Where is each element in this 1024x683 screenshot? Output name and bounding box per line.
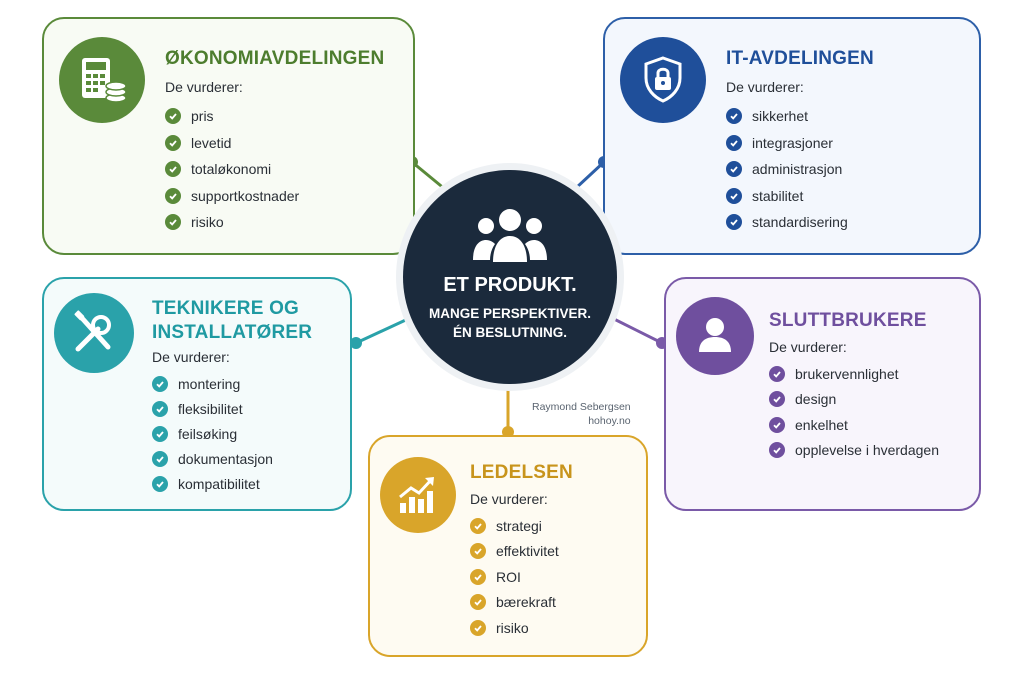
check-icon — [470, 543, 486, 560]
center-title: ET PRODUKT. — [443, 274, 577, 296]
check-icon — [726, 108, 742, 125]
it-department-box: IT-AVDELINGEN De vurderer: sikkerhet int… — [603, 17, 981, 255]
check-icon — [726, 161, 742, 178]
list-item: integrasjoner — [726, 130, 848, 157]
list-item: montering — [152, 371, 273, 396]
economy-subtitle: De vurderer: — [165, 79, 243, 95]
list-item: standardisering — [726, 209, 848, 236]
economy-department-box: ØKONOMIAVDELINGEN De vurderer: pris leve… — [42, 17, 415, 255]
check-icon — [152, 450, 168, 467]
check-icon — [165, 161, 181, 178]
list-item: strategi — [470, 513, 559, 539]
it-title: IT-AVDELINGEN — [726, 48, 874, 69]
users-criteria-list: brukervennlighet design enkelhet oppleve… — [769, 361, 939, 463]
check-icon — [165, 187, 181, 204]
list-item: administrasjon — [726, 156, 848, 183]
leadership-box: LEDELSEN De vurderer: strategi effektivi… — [368, 435, 648, 657]
author-credit: Raymond Sebergsen hohoy.no — [532, 400, 631, 428]
end-users-box: SLUTTBRUKERE De vurderer: brukervennligh… — [664, 277, 981, 511]
users-subtitle: De vurderer: — [769, 339, 847, 355]
growth-chart-icon — [380, 457, 456, 533]
credit-site: hohoy.no — [588, 415, 631, 427]
it-subtitle: De vurderer: — [726, 79, 804, 95]
list-item: bærekraft — [470, 590, 559, 616]
list-item: supportkostnader — [165, 183, 299, 210]
tech-criteria-list: montering fleksibilitet feilsøking dokum… — [152, 371, 273, 496]
check-icon — [470, 594, 486, 611]
credit-name: Raymond Sebergsen — [532, 401, 631, 413]
user-icon — [676, 297, 754, 375]
tech-subtitle: De vurderer: — [152, 349, 230, 365]
tech-title-line1: TEKNIKERE OG — [152, 298, 300, 319]
wrench-screwdriver-icon — [54, 293, 134, 373]
list-item: enkelhet — [769, 412, 939, 438]
shield-lock-icon — [620, 37, 706, 123]
list-item: dokumentasjon — [152, 446, 273, 471]
check-icon — [152, 375, 168, 392]
list-item: sikkerhet — [726, 103, 848, 130]
list-item: stabilitet — [726, 183, 848, 210]
list-item: pris — [165, 103, 299, 130]
list-item: totaløkonomi — [165, 156, 299, 183]
check-icon — [470, 619, 486, 636]
list-item: brukervennlighet — [769, 361, 939, 387]
it-criteria-list: sikkerhet integrasjoner administrasjon s… — [726, 103, 848, 236]
list-item: kompatibilitet — [152, 471, 273, 496]
list-item: opplevelse i hverdagen — [769, 438, 939, 464]
list-item: design — [769, 387, 939, 413]
check-icon — [769, 416, 785, 433]
center-subtitle-line2: ÉN BESLUTNING. — [452, 325, 567, 340]
check-icon — [769, 391, 785, 408]
list-item: risiko — [470, 615, 559, 641]
technicians-box: TEKNIKERE OG INSTALLATØRER De vurderer: … — [42, 277, 352, 511]
tech-title-line2: INSTALLATØRER — [152, 322, 313, 343]
list-item: levetid — [165, 130, 299, 157]
check-icon — [726, 134, 742, 151]
check-icon — [165, 134, 181, 151]
leadership-criteria-list: strategi effektivitet ROI bærekraft risi… — [470, 513, 559, 641]
users-title: SLUTTBRUKERE — [769, 310, 927, 331]
calculator-coins-icon — [59, 37, 145, 123]
check-icon — [152, 475, 168, 492]
economy-criteria-list: pris levetid totaløkonomi supportkostnad… — [165, 103, 299, 236]
leadership-title: LEDELSEN — [470, 462, 573, 483]
check-icon — [165, 214, 181, 231]
check-icon — [470, 517, 486, 534]
check-icon — [726, 214, 742, 231]
list-item: risiko — [165, 209, 299, 236]
list-item: effektivitet — [470, 539, 559, 565]
check-icon — [470, 568, 486, 585]
check-icon — [152, 425, 168, 442]
check-icon — [769, 365, 785, 382]
check-icon — [165, 108, 181, 125]
check-icon — [769, 442, 785, 459]
center-product-circle: ET PRODUKT. MANGE PERSPEKTIVER. ÉN BESLU… — [403, 170, 617, 384]
connector-dot-tech — [350, 337, 362, 349]
check-icon — [726, 187, 742, 204]
group-icon — [473, 209, 547, 262]
economy-title: ØKONOMIAVDELINGEN — [165, 48, 385, 69]
list-item: fleksibilitet — [152, 396, 273, 421]
leadership-subtitle: De vurderer: — [470, 491, 548, 507]
center-subtitle-line1: MANGE PERSPEKTIVER. — [428, 306, 592, 321]
list-item: ROI — [470, 564, 559, 590]
check-icon — [152, 400, 168, 417]
list-item: feilsøking — [152, 421, 273, 446]
